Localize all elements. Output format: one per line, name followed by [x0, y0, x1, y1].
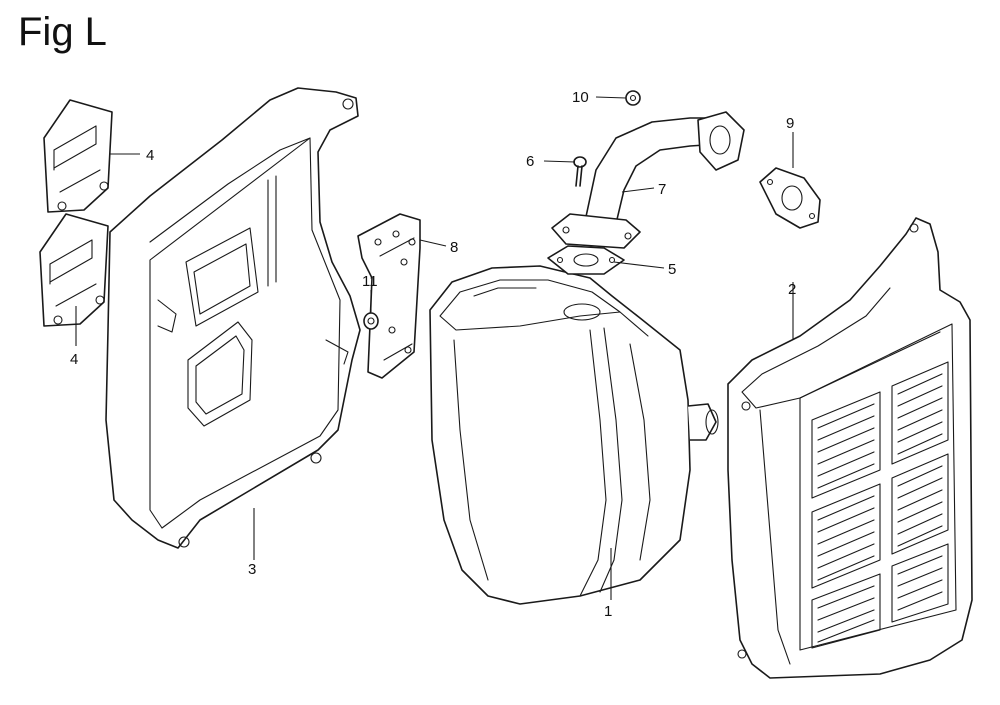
callout-9: 9 [786, 115, 794, 132]
callout-6: 6 [526, 153, 534, 170]
callout-5: 5 [668, 261, 676, 278]
callout-4-lower: 4 [70, 351, 78, 368]
part-2-muffler-cover [727, 217, 973, 679]
part-7-exhaust-pipe [551, 111, 745, 249]
callout-3: 3 [248, 561, 256, 578]
part-1-muffler [429, 265, 719, 605]
part-4-upper-plate [43, 99, 113, 213]
part-4-lower-plate [39, 213, 109, 327]
callout-labels: 1 2 3 4 4 5 6 7 8 9 10 11 [70, 89, 796, 620]
part-8-bracket [357, 213, 421, 379]
callout-8: 8 [450, 239, 458, 256]
callout-1: 1 [604, 603, 612, 620]
part-9-gasket [759, 167, 821, 229]
callout-2: 2 [788, 281, 796, 298]
part-11-nut [363, 312, 379, 330]
part-3-muffler-protector [105, 87, 361, 549]
figure-title: Fig L [18, 10, 107, 54]
callout-7: 7 [658, 181, 666, 198]
callout-4-upper: 4 [146, 147, 154, 164]
part-6-bolt [573, 156, 587, 187]
part-5-gasket [547, 245, 625, 275]
callout-10: 10 [572, 89, 589, 106]
leader-lines [75, 96, 794, 600]
callout-11: 11 [362, 273, 378, 290]
part-10-nut [625, 90, 641, 106]
